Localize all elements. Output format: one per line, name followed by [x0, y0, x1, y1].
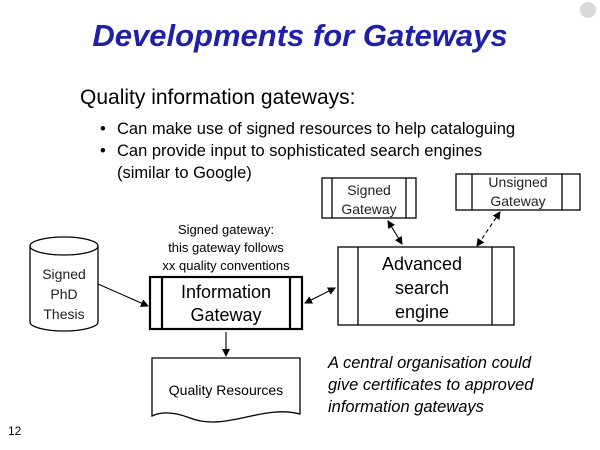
slide-subtitle: Quality information gateways: — [80, 86, 356, 109]
arrow-signed-gateway-search — [387, 220, 403, 245]
central-note-line: information gateways — [328, 398, 484, 416]
phd-thesis-line: Signed — [42, 266, 86, 282]
advanced-search-line: engine — [394, 302, 450, 322]
central-note-line: A central organisation could — [328, 354, 532, 372]
phd-thesis-label: Signed PhD Thesis — [30, 264, 98, 324]
bullet-marker: • — [100, 142, 106, 160]
phd-thesis-line: PhD — [50, 286, 78, 302]
phd-thesis-line: Thesis — [43, 306, 85, 322]
unsigned-gateway-box — [455, 173, 581, 211]
advanced-search-engine-box — [337, 246, 515, 326]
central-note-line: give certificates to approved — [328, 376, 534, 394]
slide-title: Developments for Gateways — [92, 18, 508, 53]
central-organisation-note: A central organisation could give certif… — [328, 352, 533, 418]
bullet-item: • Can make use of signed resources to he… — [100, 118, 515, 140]
advanced-search-line: search — [394, 278, 450, 298]
information-gateway-line: Information — [180, 282, 272, 302]
unsigned-gateway-line: Gateway — [490, 193, 546, 209]
arrow-thesis-to-gateway — [97, 283, 149, 307]
information-gateway-label: Information Gateway — [150, 281, 302, 327]
page-number: 12 — [8, 424, 22, 438]
corner-circle-icon — [580, 2, 596, 18]
signed-gateway-line: Signed — [347, 182, 391, 198]
signed-gateway-note-line: Signed gateway: — [177, 222, 275, 237]
bullet-text: Can provide input to sophisticated searc… — [117, 142, 483, 160]
unsigned-gateway-line: Unsigned — [488, 174, 548, 190]
phd-thesis-cylinder — [29, 236, 99, 332]
signed-gateway-note: Signed gateway: this gateway follows xx … — [146, 221, 306, 275]
bullet-continuation: (similar to Google) — [117, 164, 252, 182]
bullet-list: • Can make use of signed resources to he… — [100, 118, 515, 184]
bullet-item: • Can provide input to sophisticated sea… — [100, 140, 515, 162]
advanced-search-engine-label: Advanced search engine — [338, 252, 506, 324]
information-gateway-line: Gateway — [190, 305, 262, 325]
quality-resources-label: Quality Resources — [168, 382, 284, 398]
signed-gateway-line: Gateway — [341, 201, 397, 217]
signed-gateway-note-line: xx quality conventions — [162, 258, 290, 273]
signed-gateway-note-line: this gateway follows — [168, 240, 284, 255]
bullet-marker: • — [100, 120, 106, 138]
dashed-arrow-unsigned-gateway-search — [476, 211, 501, 247]
signed-gateway-label: Signed Gateway — [322, 181, 416, 219]
advanced-search-line: Advanced — [381, 254, 463, 274]
bullet-text: Can make use of signed resources to help… — [117, 120, 516, 138]
arrow-gateway-search — [304, 287, 336, 304]
quality-resources-document — [151, 357, 301, 423]
signed-gateway-box — [321, 177, 417, 219]
unsigned-gateway-label: Unsigned Gateway — [456, 173, 580, 211]
information-gateway-box — [148, 275, 304, 331]
